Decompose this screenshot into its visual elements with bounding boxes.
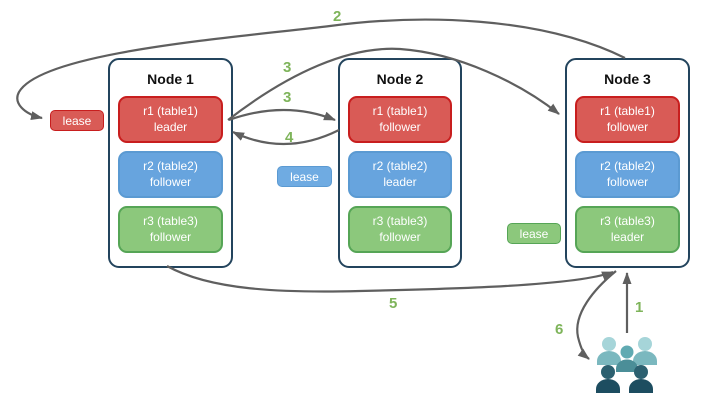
node-3: Node 3 r1 (table1) follower r2 (table2) …: [565, 58, 690, 268]
user-back-right: [633, 337, 657, 365]
range-role: leader: [153, 119, 188, 134]
range-role: follower: [379, 229, 421, 244]
range-name: r1 (table1): [143, 103, 198, 118]
range-role: follower: [149, 174, 192, 189]
lease-badge-r1: lease: [50, 110, 104, 131]
step-label-1: 1: [635, 299, 644, 316]
range-name: r1 (table1): [372, 103, 428, 118]
users-group-icon: [596, 337, 657, 393]
range-name: r3 (table3): [143, 213, 198, 228]
range-name: r3 (table3): [372, 213, 428, 228]
user-front-left: [596, 365, 620, 393]
node-2-range-r2: r2 (table2) leader: [348, 151, 452, 198]
step-label-4: 4: [285, 129, 294, 146]
range-role: follower: [606, 174, 649, 189]
node-1-title: Node 1: [147, 71, 194, 87]
node-2-range-r3: r3 (table3) follower: [348, 206, 452, 253]
range-role: leader: [383, 174, 417, 189]
range-name: r1 (table1): [600, 103, 655, 118]
user-back-left: [597, 337, 621, 365]
range-role: follower: [606, 119, 649, 134]
node-3-title: Node 3: [604, 71, 651, 87]
step-label-6: 6: [555, 321, 564, 338]
lease-badge-r3: lease: [507, 223, 561, 244]
arrow-step-3-to-node2: [228, 108, 336, 122]
node-2-range-r1: r1 (table1) follower: [348, 96, 452, 143]
node-3-range-r1: r1 (table1) follower: [575, 96, 680, 143]
lease-badge-r2: lease: [277, 166, 332, 187]
node-1-range-r3: r3 (table3) follower: [118, 206, 223, 253]
step-label-3a: 3: [283, 59, 292, 76]
step-label-3b: 3: [283, 89, 292, 106]
step-label-2: 2: [333, 8, 342, 25]
node-1-range-r2: r2 (table2) follower: [118, 151, 223, 198]
node-3-range-r3: r3 (table3) leader: [575, 206, 680, 253]
arrow-step-6: [576, 270, 617, 360]
arrow-step-2: [16, 18, 626, 121]
range-name: r2 (table2): [600, 158, 655, 173]
node-3-range-r2: r2 (table2) follower: [575, 151, 680, 198]
node-2-title: Node 2: [376, 71, 424, 87]
node-2: Node 2 r1 (table1) follower r2 (table2) …: [338, 58, 462, 268]
range-role: leader: [610, 229, 645, 244]
user-middle: [616, 345, 638, 372]
step-label-5: 5: [389, 295, 398, 312]
arrow-step-5: [166, 265, 614, 293]
node-1-range-r1: r1 (table1) leader: [118, 96, 223, 143]
range-name: r2 (table2): [143, 158, 198, 173]
node-1: Node 1 r1 (table1) leader r2 (table2) fo…: [108, 58, 233, 268]
range-name: r3 (table3): [600, 213, 655, 228]
arrow-step-4: [232, 129, 340, 146]
user-front-right: [629, 365, 653, 393]
arrow-step-3-to-node3: [227, 47, 560, 121]
range-role: follower: [379, 119, 421, 134]
range-name: r2 (table2): [372, 158, 428, 173]
range-role: follower: [149, 229, 192, 244]
